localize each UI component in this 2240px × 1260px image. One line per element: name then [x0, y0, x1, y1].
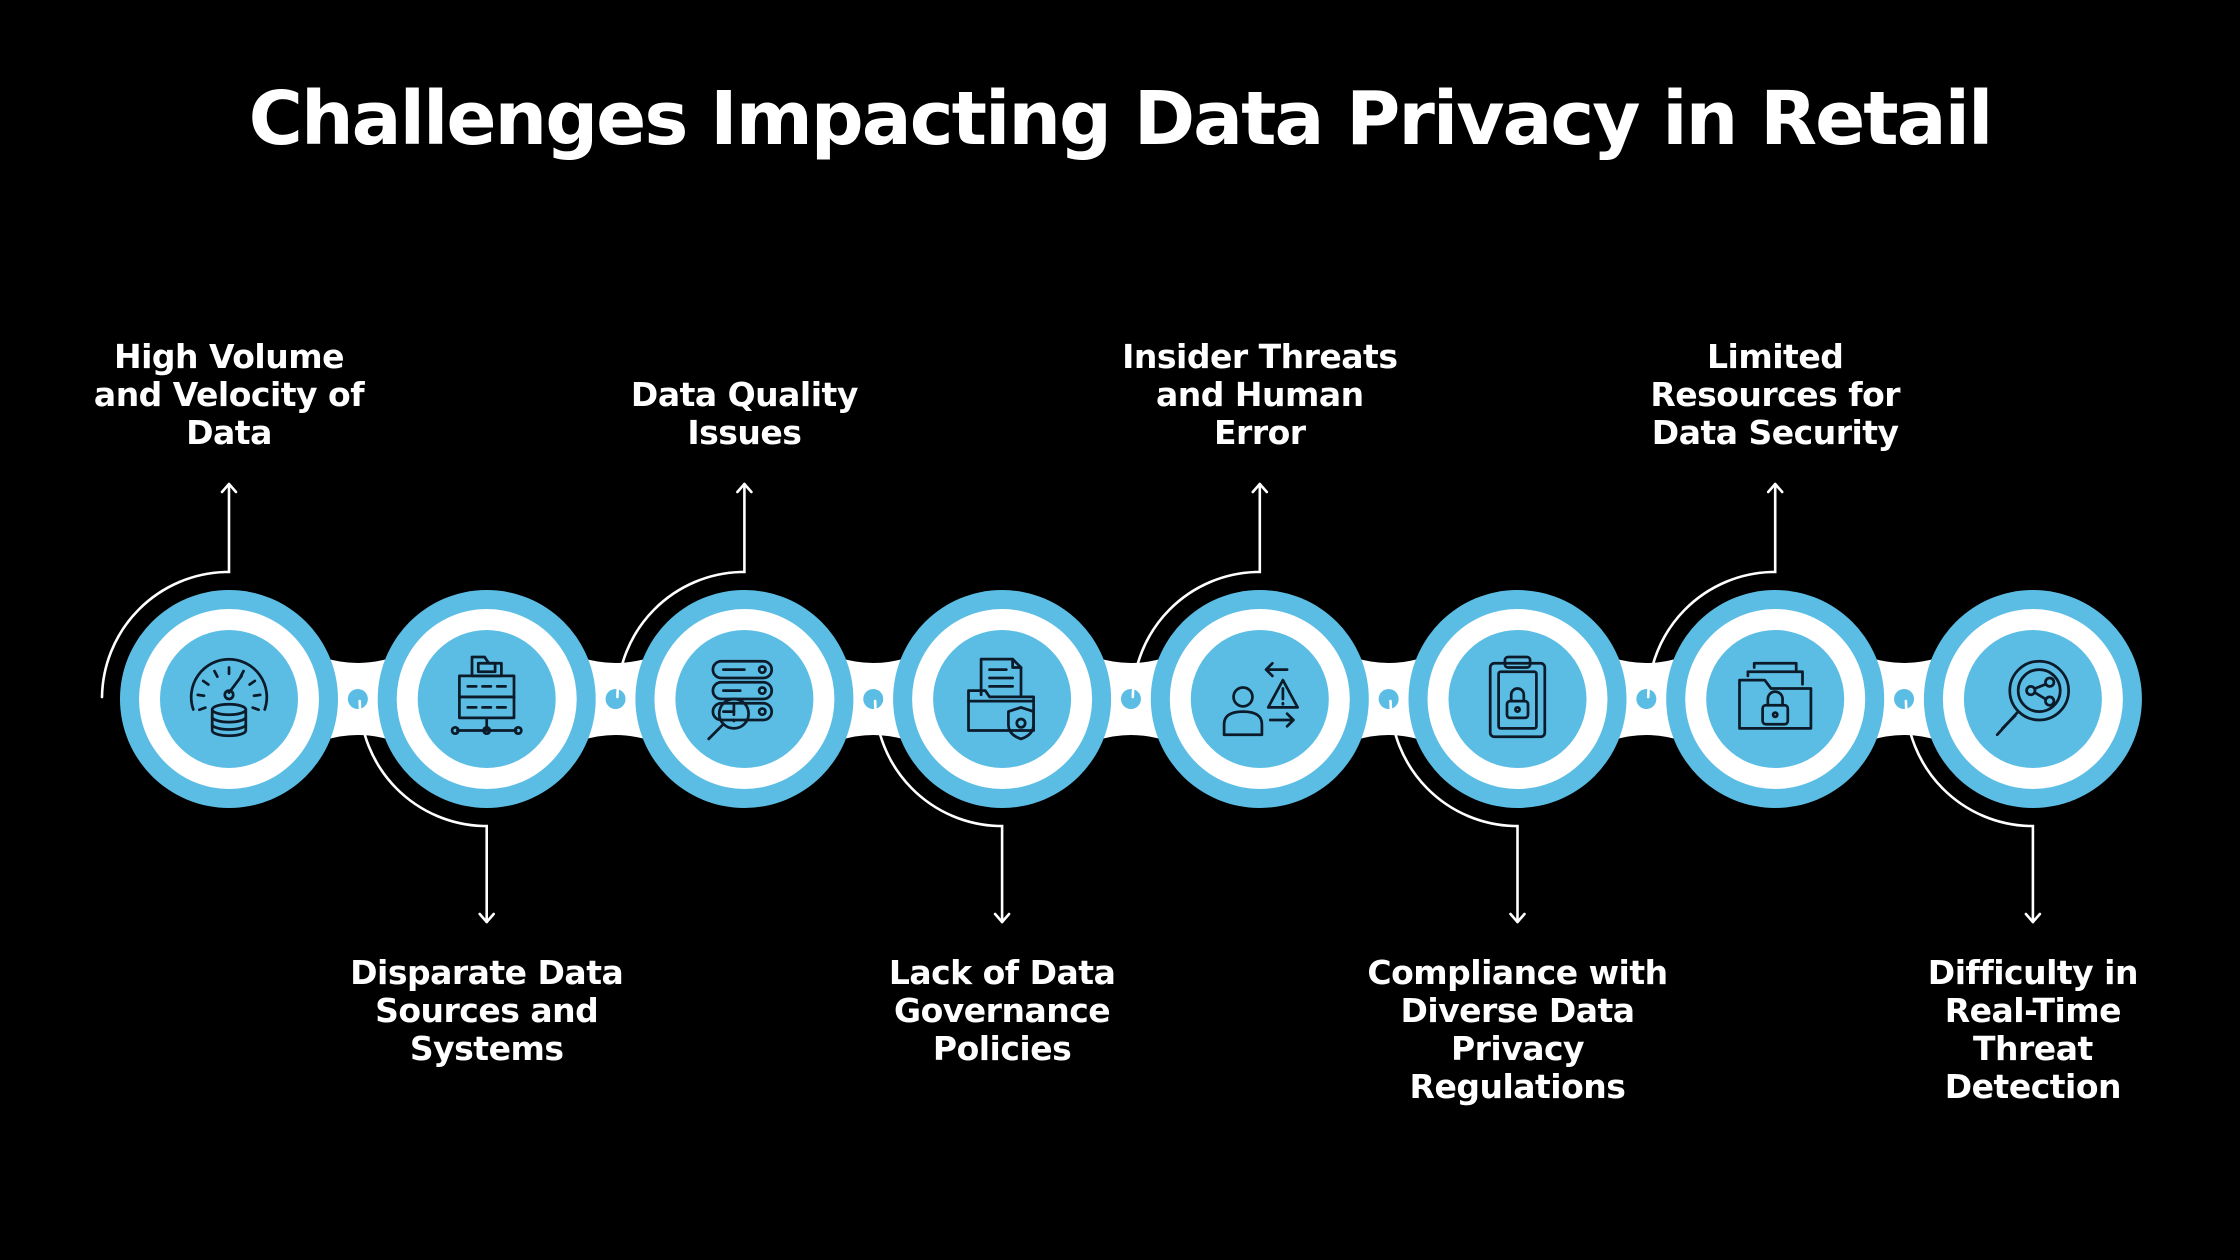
connector-dot [1894, 689, 1915, 709]
connector-dot [863, 689, 884, 709]
node-icon-disc [1448, 630, 1587, 768]
challenge-node [1923, 590, 2142, 808]
challenge-node [893, 590, 1112, 808]
challenge-node [1666, 590, 1885, 808]
challenge-label: Disparate Data Sources and Systems [350, 953, 624, 1068]
challenge-node [377, 590, 596, 808]
node-icon-disc [417, 630, 556, 768]
arrow-down [873, 699, 1011, 924]
arrow-up [1646, 482, 1784, 699]
connector-dot [1636, 689, 1657, 709]
node-icon-disc [1963, 630, 2102, 768]
node-icon-disc [1190, 630, 1329, 768]
challenge-label: Data Quality Issues [630, 375, 858, 452]
server-folder-network-icon [450, 655, 523, 736]
challenge-label: Insider Threats and Human Error [1122, 337, 1398, 452]
page-title: Challenges Impacting Data Privacy in Ret… [248, 76, 1994, 162]
node-icon-disc [1706, 630, 1845, 768]
connector-dot [1378, 689, 1399, 709]
arrow-up [100, 482, 238, 699]
arrow-up [1131, 482, 1269, 699]
challenge-node [1150, 590, 1369, 808]
document-folder-shield-icon [967, 657, 1035, 741]
arrow-down [358, 699, 495, 924]
challenge-node [120, 590, 338, 808]
database-search-alert-icon [707, 659, 774, 741]
challenge-label: High Volume and Velocity of Data [93, 337, 365, 452]
challenge-label: Difficulty in Real-Time Threat Detection [1927, 953, 2139, 1106]
challenge-label: Compliance with Diverse Data Privacy Reg… [1367, 953, 1668, 1106]
arrow-down [1904, 699, 2042, 924]
connector-dot [1120, 689, 1141, 709]
challenge-node [635, 590, 854, 808]
challenge-node [1408, 590, 1627, 808]
challenge-label: Lack of Data Governance Policies [888, 953, 1116, 1068]
clipboard-lock-icon [1488, 655, 1547, 739]
node-icon-disc [933, 630, 1072, 768]
person-warning-arrows-icon [1222, 661, 1299, 737]
challenge-nodes [120, 590, 2142, 808]
arrow-up [616, 482, 753, 699]
magnifier-network-icon [1995, 659, 2070, 737]
arrow-down [1389, 699, 1526, 924]
connector-dot [605, 689, 626, 709]
connector-arrows [100, 482, 2042, 924]
folder-lock-icon [1738, 661, 1813, 730]
speedometer-database-icon [189, 657, 269, 738]
connector-dot [347, 689, 368, 709]
challenge-label: Limited Resources for Data Security [1650, 337, 1901, 452]
